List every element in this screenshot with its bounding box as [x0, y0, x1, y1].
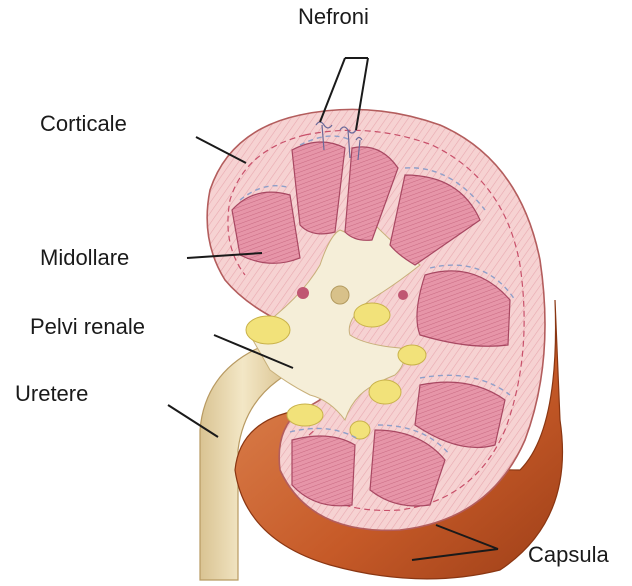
- label-pelvi-renale: Pelvi renale: [30, 316, 145, 338]
- label-corticale: Corticale: [40, 113, 127, 135]
- label-capsula: Capsula: [528, 544, 609, 566]
- label-uretere: Uretere: [15, 383, 88, 405]
- label-midollare: Midollare: [40, 247, 129, 269]
- label-nefroni: Nefroni: [298, 6, 369, 28]
